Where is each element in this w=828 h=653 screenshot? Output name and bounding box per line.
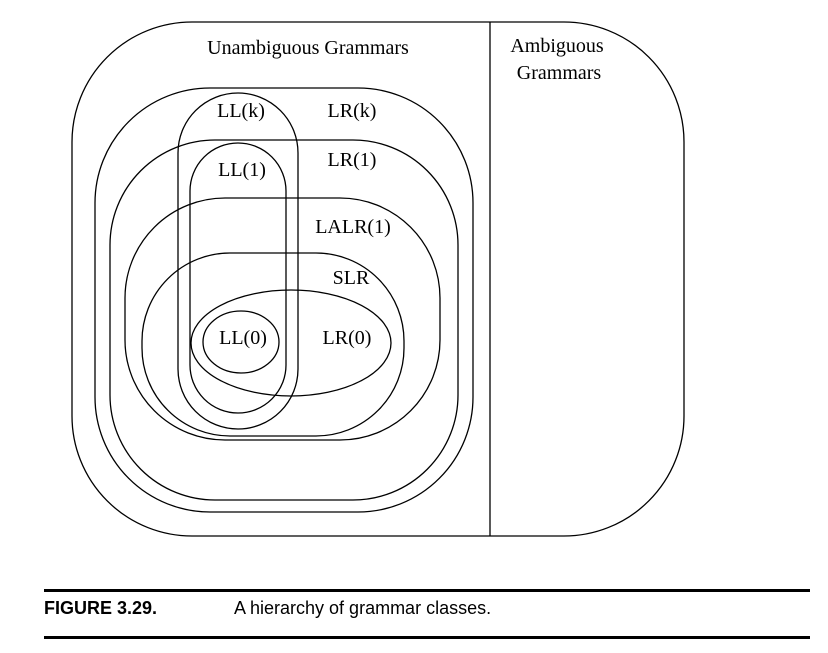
slr-region bbox=[141, 252, 405, 437]
lr1-region bbox=[109, 139, 459, 501]
grammar-hierarchy-diagram: Unambiguous Grammars Ambiguous Grammars … bbox=[71, 21, 685, 537]
ll0-label: LL(0) bbox=[219, 327, 267, 349]
ambiguous-grammars-label-line2: Grammars bbox=[517, 62, 602, 84]
slr-label: SLR bbox=[333, 267, 370, 289]
figure-caption: A hierarchy of grammar classes. bbox=[234, 598, 492, 618]
llk-label: LL(k) bbox=[217, 100, 265, 122]
figure-number: FIGURE 3.29. bbox=[44, 598, 158, 618]
lalr1-label: LALR(1) bbox=[315, 216, 391, 238]
ll1-region bbox=[189, 142, 287, 414]
caption-top-rule bbox=[44, 589, 810, 592]
caption-bottom-rule bbox=[44, 636, 810, 639]
all-grammars-boundary bbox=[71, 21, 685, 537]
unambiguous-grammars-label: Unambiguous Grammars bbox=[207, 37, 409, 59]
ambiguous-grammars-label-line1: Ambiguous bbox=[510, 35, 604, 57]
lalr1-region bbox=[124, 197, 441, 441]
lr1-label: LR(1) bbox=[328, 149, 377, 171]
ll0-region bbox=[202, 310, 280, 374]
ll1-label: LL(1) bbox=[218, 159, 266, 181]
lrk-region bbox=[94, 87, 474, 513]
llk-region bbox=[177, 92, 299, 430]
lr0-label: LR(0) bbox=[323, 327, 372, 349]
lr0-region bbox=[190, 289, 392, 397]
lrk-label: LR(k) bbox=[328, 100, 377, 122]
